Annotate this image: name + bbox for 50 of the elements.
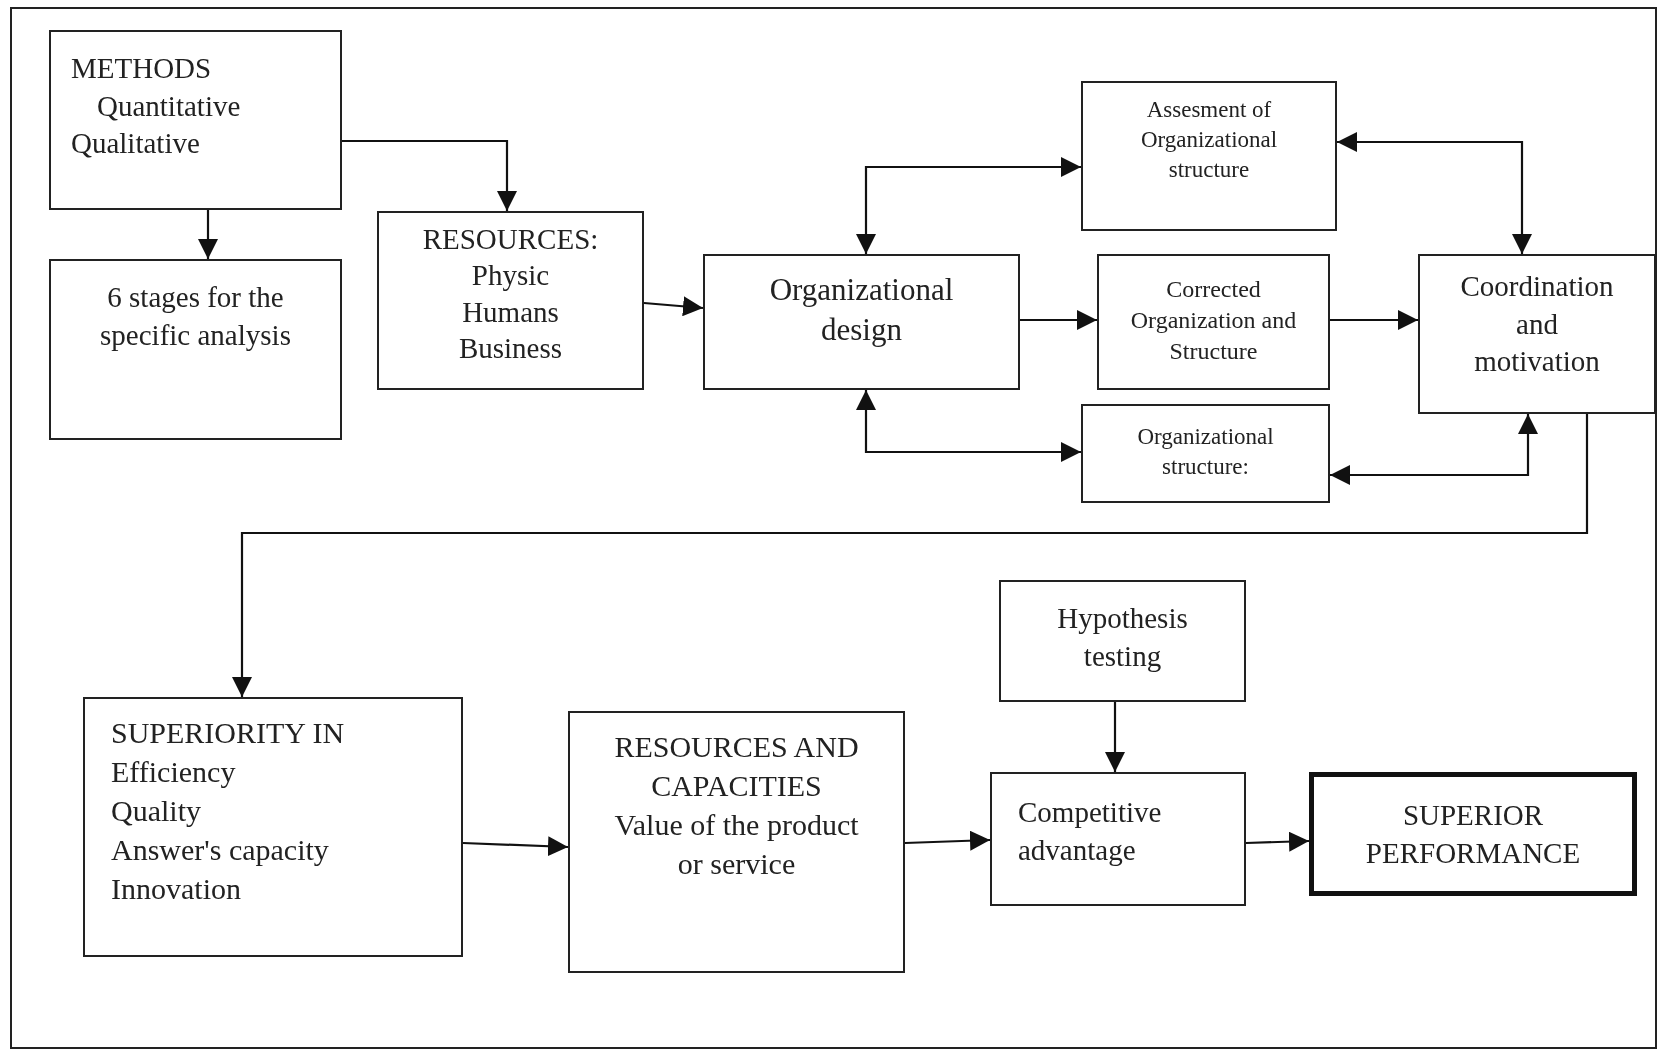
process-box xyxy=(990,772,1246,906)
arrow xyxy=(856,390,1081,462)
arrow xyxy=(198,210,218,259)
box-text: Quantitative xyxy=(96,88,242,124)
box-text: Hypothesis testing xyxy=(1056,601,1189,674)
arrow xyxy=(1337,132,1532,254)
arrow xyxy=(232,414,1589,697)
box-text: Quality xyxy=(111,793,202,829)
process-box xyxy=(999,580,1246,702)
process-box xyxy=(1081,404,1330,503)
box-text: Value of the product or service xyxy=(613,807,860,882)
process-box xyxy=(49,259,342,440)
arrow xyxy=(856,157,1081,254)
box-text: Innovation xyxy=(111,871,242,907)
process-box xyxy=(1309,772,1637,896)
process-box xyxy=(1418,254,1656,414)
box-text: 6 stages for the specific analysis xyxy=(99,280,292,353)
box-text: Organizational design xyxy=(768,271,955,350)
box-text: Qualitative xyxy=(71,126,201,162)
box-text: Answer's capacity xyxy=(111,832,330,868)
process-box xyxy=(1097,254,1330,390)
box-text: Humans xyxy=(461,294,560,330)
arrow xyxy=(643,296,704,317)
arrow xyxy=(1105,702,1125,772)
box-text: Efficiency xyxy=(111,754,237,790)
box-text: METHODS xyxy=(71,51,213,86)
box-text: RESOURCES: xyxy=(421,222,600,257)
box-text: Business xyxy=(457,330,564,366)
box-text: RESOURCES AND CAPACITIES xyxy=(613,729,860,804)
box-text: Competitive advantage xyxy=(1018,795,1163,868)
process-box xyxy=(377,211,644,390)
box-text: SUPERIORITY IN xyxy=(111,715,346,751)
box-text: Organizational structure: xyxy=(1136,423,1275,481)
process-box xyxy=(83,697,463,957)
arrow xyxy=(342,139,517,211)
process-box xyxy=(1081,81,1337,231)
box-text: Assesment of Organizational structure xyxy=(1139,96,1279,184)
process-box xyxy=(568,711,905,973)
box-text: Physic xyxy=(470,258,551,294)
box-text: Corrected Organization and Structure xyxy=(1129,275,1298,367)
box-text: Coordination and motivation xyxy=(1459,269,1615,380)
arrow xyxy=(462,836,569,857)
process-box xyxy=(49,30,342,210)
arrow xyxy=(1330,414,1538,485)
arrow xyxy=(1330,310,1418,330)
arrow xyxy=(1020,310,1097,330)
arrow xyxy=(904,830,991,851)
arrow xyxy=(1245,831,1310,852)
process-box xyxy=(703,254,1020,390)
box-text: SUPERIOR PERFORMANCE xyxy=(1364,798,1582,871)
